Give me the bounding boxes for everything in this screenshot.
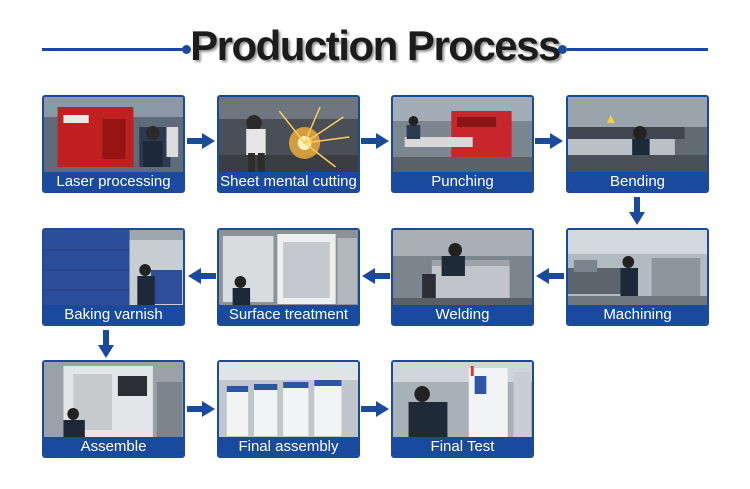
test-chamber-icon [393,362,532,440]
step-card-laser-processing: Laser processing [42,95,185,193]
step-label: Baking varnish [44,305,183,324]
step-card-assemble: Assemble [42,360,185,458]
arrow-left-icon [188,268,216,284]
arrow-right-icon [187,401,215,417]
step-label: Final Test [393,437,532,456]
step-card-surface-treatment: Surface treatment [217,228,360,326]
arrow-down-icon [629,197,645,225]
title-dot-left [182,45,191,54]
page-title: Production Process [190,22,561,69]
punch-press-icon [393,97,532,175]
title-line-right [567,48,708,51]
step-label: Machining [568,305,707,324]
arrow-right-icon [361,133,389,149]
sparks-cutting-icon [219,97,358,175]
step-card-sheet-cutting: Sheet mental cutting [217,95,360,193]
step-card-baking-varnish: Baking varnish [42,228,185,326]
step-card-welding: Welding [391,228,534,326]
step-card-bending: Bending [566,95,709,193]
press-brake-icon [568,97,707,175]
arrow-right-icon [187,133,215,149]
step-label: Assemble [44,437,183,456]
treatment-chamber-icon [219,230,358,308]
step-label: Welding [393,305,532,324]
step-label: Punching [393,172,532,191]
baking-oven-icon [44,230,183,308]
step-label: Bending [568,172,707,191]
step-label: Final assembly [219,437,358,456]
step-card-machining: Machining [566,228,709,326]
step-card-final-assembly: Final assembly [217,360,360,458]
title-dot-right [558,45,567,54]
welding-icon [393,230,532,308]
arrow-down-icon [98,330,114,358]
assembly-cabinet-icon [44,362,183,440]
arrow-left-icon [362,268,390,284]
arrow-left-icon [536,268,564,284]
step-label: Surface treatment [219,305,358,324]
step-card-final-test: Final Test [391,360,534,458]
chamber-row-icon [219,362,358,440]
arrow-right-icon [535,133,563,149]
red-laser-machine-icon [44,97,183,175]
lathe-icon [568,230,707,308]
step-card-punching: Punching [391,95,534,193]
step-label: Laser processing [44,172,183,191]
title-line-left [42,48,182,51]
step-label: Sheet mental cutting [219,172,358,191]
arrow-right-icon [361,401,389,417]
